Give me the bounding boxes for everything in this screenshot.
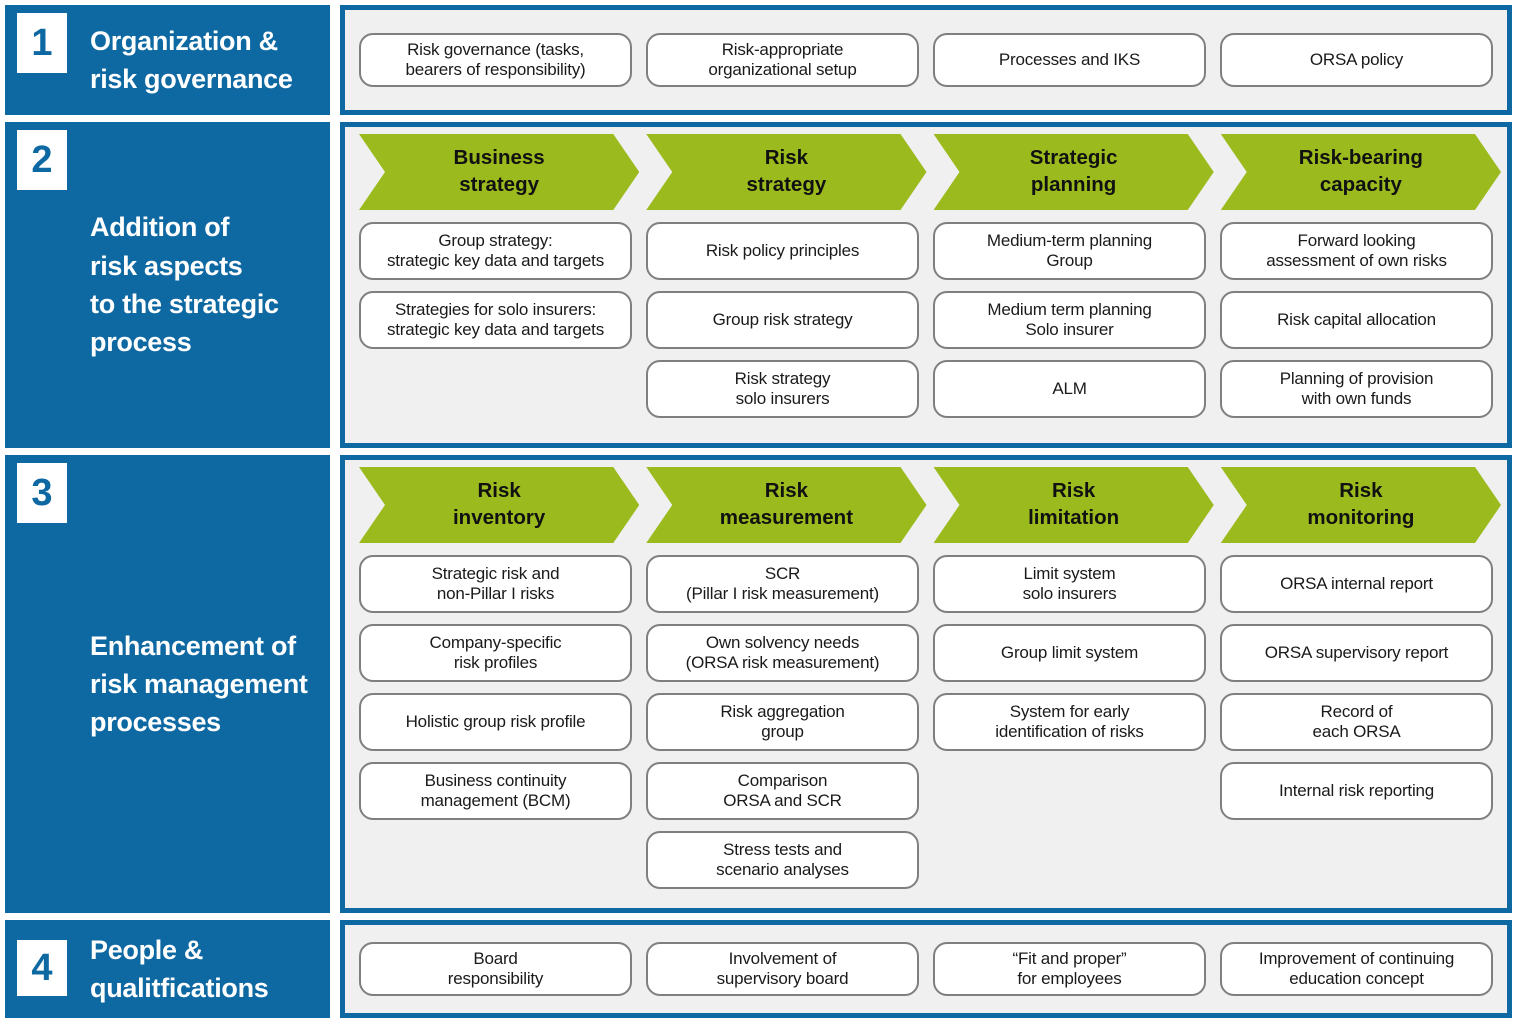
content-box: Medium-term planning Group bbox=[933, 222, 1206, 280]
row-3-number: 3 bbox=[17, 463, 67, 523]
process-arrow-risk-measurement: Risk measurement bbox=[646, 467, 926, 543]
row-1-box-grid: Risk governance (tasks, bearers of respo… bbox=[345, 33, 1507, 87]
content-box: Risk strategy solo insurers bbox=[646, 360, 919, 418]
content-box: Risk capital allocation bbox=[1220, 291, 1493, 349]
row-risk-management-processes: 3 Enhancement of risk management process… bbox=[5, 455, 1512, 913]
content-box: Risk governance (tasks, bearers of respo… bbox=[359, 33, 632, 87]
content-box: Stress tests and scenario analyses bbox=[646, 831, 919, 889]
content-box: Comparison ORSA and SCR bbox=[646, 762, 919, 820]
row-3-label-block: 3 Enhancement of risk management process… bbox=[5, 455, 330, 913]
process-arrow-risk-bearing-capacity: Risk-bearing capacity bbox=[1221, 134, 1501, 210]
column-risk-bearing-capacity: Forward looking assessment of own risks … bbox=[1220, 222, 1493, 429]
column-risk-inventory: Strategic risk and non-Pillar I risks Co… bbox=[359, 555, 632, 900]
content-box: Limit system solo insurers bbox=[933, 555, 1206, 613]
row-4-label-block: 4 People & qualitfications bbox=[5, 920, 330, 1018]
row-2-process-arrows: Business strategy Risk strategy Strategi… bbox=[359, 134, 1501, 210]
content-box: Internal risk reporting bbox=[1220, 762, 1493, 820]
row-3-box-columns: Strategic risk and non-Pillar I risks Co… bbox=[345, 555, 1507, 900]
row-1-title: Organization & risk governance bbox=[90, 25, 293, 94]
process-arrow-risk-limitation: Risk limitation bbox=[934, 467, 1214, 543]
content-box: Company-specific risk profiles bbox=[359, 624, 632, 682]
content-box: Record of each ORSA bbox=[1220, 693, 1493, 751]
row-2-number: 2 bbox=[17, 130, 67, 190]
row-2-box-columns: Group strategy: strategic key data and t… bbox=[345, 222, 1507, 429]
content-box: ORSA policy bbox=[1220, 33, 1493, 87]
row-people-qualifications: 4 People & qualitfications Board respons… bbox=[5, 920, 1512, 1018]
column-risk-measurement: SCR (Pillar I risk measurement) Own solv… bbox=[646, 555, 919, 900]
row-4-panel: Board responsibility Involvement of supe… bbox=[340, 920, 1512, 1018]
process-arrow-strategic-planning: Strategic planning bbox=[934, 134, 1214, 210]
column-risk-monitoring: ORSA internal report ORSA supervisory re… bbox=[1220, 555, 1493, 900]
content-box: Strategies for solo insurers: strategic … bbox=[359, 291, 632, 349]
row-1-panel: Risk governance (tasks, bearers of respo… bbox=[340, 5, 1512, 115]
column-strategic-planning: Medium-term planning Group Medium term p… bbox=[933, 222, 1206, 429]
content-box: ALM bbox=[933, 360, 1206, 418]
content-box: Business continuity management (BCM) bbox=[359, 762, 632, 820]
row-2-panel: Business strategy Risk strategy Strategi… bbox=[340, 122, 1512, 448]
row-1-number: 1 bbox=[17, 13, 67, 73]
content-box: Planning of provision with own funds bbox=[1220, 360, 1493, 418]
content-box: System for early identification of risks bbox=[933, 693, 1206, 751]
row-2-title: Addition of risk aspects to the strategi… bbox=[90, 212, 279, 358]
row-3-title: Enhancement of risk management processes bbox=[90, 630, 308, 738]
content-box: Group strategy: strategic key data and t… bbox=[359, 222, 632, 280]
row-3-panel: Risk inventory Risk measurement Risk lim… bbox=[340, 455, 1512, 913]
content-box: Forward looking assessment of own risks bbox=[1220, 222, 1493, 280]
process-arrow-risk-strategy: Risk strategy bbox=[646, 134, 926, 210]
content-box: Involvement of supervisory board bbox=[646, 942, 919, 996]
content-box: Holistic group risk profile bbox=[359, 693, 632, 751]
row-4-number: 4 bbox=[17, 940, 67, 996]
row-1-label-block: 1 Organization & risk governance bbox=[5, 5, 330, 115]
content-box: Group risk strategy bbox=[646, 291, 919, 349]
column-risk-limitation: Limit system solo insurers Group limit s… bbox=[933, 555, 1206, 900]
column-business-strategy: Group strategy: strategic key data and t… bbox=[359, 222, 632, 429]
content-box: ORSA internal report bbox=[1220, 555, 1493, 613]
content-box: SCR (Pillar I risk measurement) bbox=[646, 555, 919, 613]
content-box: Processes and IKS bbox=[933, 33, 1206, 87]
content-box: Strategic risk and non-Pillar I risks bbox=[359, 555, 632, 613]
content-box: Group limit system bbox=[933, 624, 1206, 682]
process-arrow-risk-monitoring: Risk monitoring bbox=[1221, 467, 1501, 543]
row-4-box-grid: Board responsibility Involvement of supe… bbox=[345, 942, 1507, 996]
content-box: Risk policy principles bbox=[646, 222, 919, 280]
content-box: Improvement of continuing education conc… bbox=[1220, 942, 1493, 996]
content-box: “Fit and proper” for employees bbox=[933, 942, 1206, 996]
content-box: Board responsibility bbox=[359, 942, 632, 996]
row-3-process-arrows: Risk inventory Risk measurement Risk lim… bbox=[359, 467, 1501, 543]
content-box: Risk aggregation group bbox=[646, 693, 919, 751]
content-box: Medium term planning Solo insurer bbox=[933, 291, 1206, 349]
process-arrow-business-strategy: Business strategy bbox=[359, 134, 639, 210]
row-2-label-block: 2 Addition of risk aspects to the strate… bbox=[5, 122, 330, 448]
row-strategic-process: 2 Addition of risk aspects to the strate… bbox=[5, 122, 1512, 448]
row-4-title: People & qualitfications bbox=[90, 934, 269, 1003]
content-box: Risk-appropriate organizational setup bbox=[646, 33, 919, 87]
content-box: ORSA supervisory report bbox=[1220, 624, 1493, 682]
process-arrow-risk-inventory: Risk inventory bbox=[359, 467, 639, 543]
row-organization-risk-governance: 1 Organization & risk governance Risk go… bbox=[5, 5, 1512, 115]
column-risk-strategy: Risk policy principles Group risk strate… bbox=[646, 222, 919, 429]
content-box: Own solvency needs (ORSA risk measuremen… bbox=[646, 624, 919, 682]
